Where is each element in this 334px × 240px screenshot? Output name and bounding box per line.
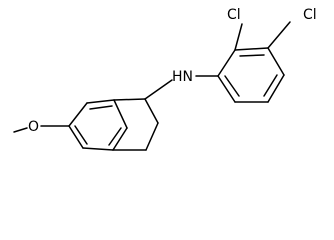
bond [68, 102, 88, 127]
bond [234, 23, 243, 51]
bond-inner [224, 75, 240, 97]
bond-inner [74, 125, 88, 145]
chlorine-right-label: Cl [303, 7, 317, 23]
bond-inner [89, 105, 113, 110]
bond [113, 99, 128, 129]
bond-inner [108, 127, 122, 146]
bond [144, 79, 173, 100]
bond [217, 75, 236, 103]
structure-canvas: Cl Cl HN O [13, 7, 317, 151]
bond [82, 147, 114, 151]
bond [13, 127, 28, 133]
bond [68, 125, 84, 149]
bond [234, 47, 269, 51]
bond [144, 98, 159, 124]
bond [267, 21, 291, 49]
bond-inner [239, 54, 265, 57]
chlorine-top-label: Cl [227, 7, 241, 23]
ether-oxygen-label: O [28, 119, 39, 135]
molecule-structure: Cl Cl HN O [13, 7, 317, 151]
bond [267, 74, 285, 103]
bond [145, 122, 159, 151]
bond [267, 47, 285, 76]
bond [113, 98, 146, 101]
bond [86, 99, 115, 104]
amine-label: HN [172, 69, 193, 85]
bond [217, 49, 236, 77]
atom-labels: Cl Cl HN O [28, 7, 317, 135]
bonds [13, 21, 291, 151]
bond-inner [263, 74, 278, 97]
bond [112, 127, 128, 151]
